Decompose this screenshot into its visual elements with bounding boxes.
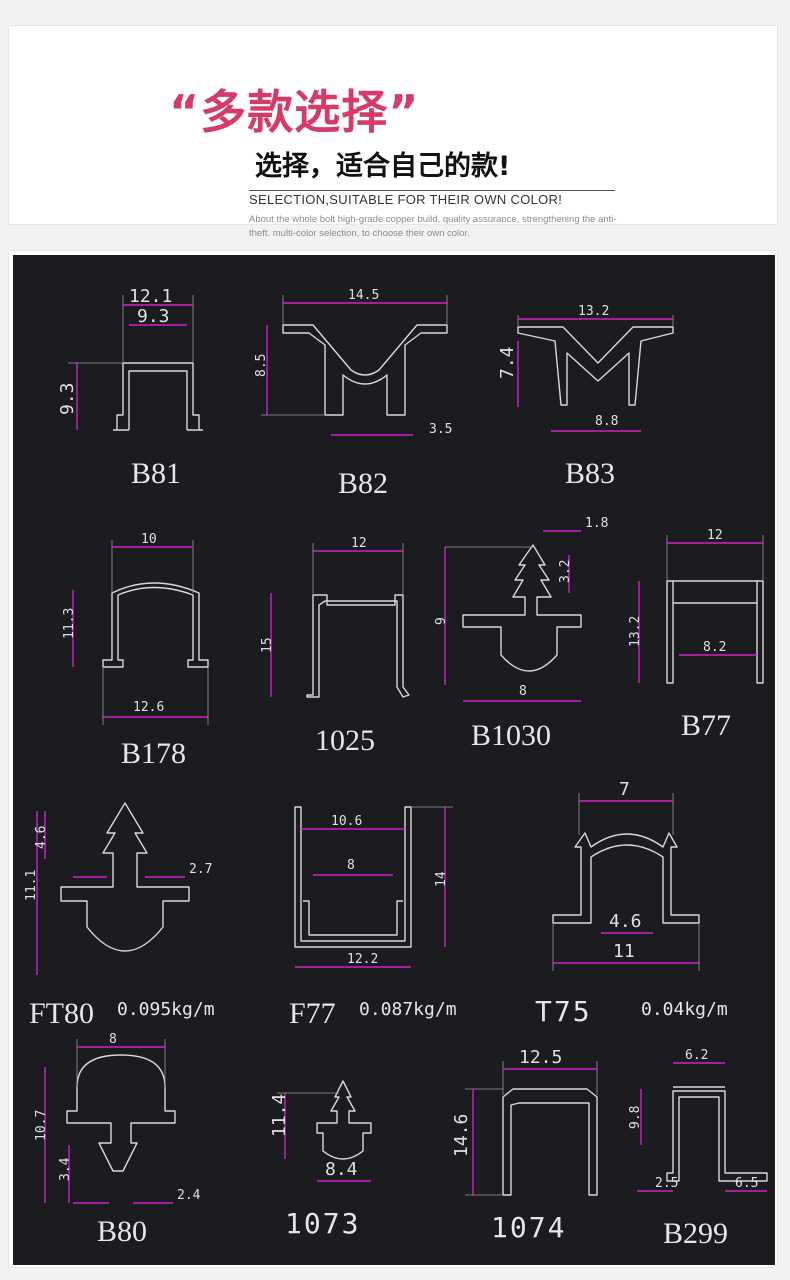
dim-label: 11 bbox=[613, 941, 635, 962]
profile-1025: 12 15 1025 bbox=[260, 536, 410, 757]
dim-label: 12 bbox=[351, 536, 367, 551]
dim-label: 7.4 bbox=[497, 346, 518, 379]
dim-label: 4.6 bbox=[34, 826, 49, 849]
profile-catalog: 12.1 9.3 9.3 B81 14.5 8.5 3.5 B82 13.2 7… bbox=[8, 250, 778, 1268]
profile-ft80: 4.6 11.1 2.7 FT80 0.095kg/m bbox=[24, 802, 215, 1030]
profile-1073: 11.4 8.4 1073 bbox=[269, 1080, 372, 1240]
profile-weight: 0.087kg/m bbox=[359, 999, 457, 1020]
b81-outline bbox=[113, 362, 203, 431]
b83-outline bbox=[517, 326, 674, 406]
dim-label: 14 bbox=[434, 871, 449, 887]
headline-description: About the whole bolt high-grade copper b… bbox=[249, 214, 617, 239]
dim-label: 12.5 bbox=[519, 1047, 562, 1068]
dim-label: 3.2 bbox=[558, 560, 573, 583]
dim-label: 14.6 bbox=[451, 1114, 472, 1157]
dim-label: 3.5 bbox=[429, 422, 452, 437]
dim-label: 9.8 bbox=[628, 1106, 643, 1129]
profile-t75: 7 4.6 11 T75 0.04kg/m bbox=[535, 779, 728, 1028]
dim-label: 2.4 bbox=[177, 1188, 201, 1203]
profile-b81: 12.1 9.3 9.3 B81 bbox=[57, 286, 203, 490]
b80-outline bbox=[66, 1054, 176, 1172]
dim-label: 6.2 bbox=[685, 1048, 708, 1063]
dim-label: 12.2 bbox=[347, 952, 378, 967]
dim-label: 8.2 bbox=[703, 640, 726, 655]
drawing-background bbox=[13, 255, 775, 1265]
headline-title: “多款选择” bbox=[169, 85, 420, 139]
dim-label: 11.1 bbox=[24, 870, 39, 901]
dim-label: 9.3 bbox=[57, 382, 78, 415]
dim-label: 15 bbox=[260, 637, 275, 653]
dim-label: 12.1 bbox=[129, 286, 172, 307]
profile-label: 1074 bbox=[491, 1211, 566, 1244]
dim-label: 11.3 bbox=[62, 608, 77, 639]
dim-label: 9.3 bbox=[137, 306, 170, 327]
dim-label: 6.5 bbox=[735, 1176, 758, 1191]
profile-label: B178 bbox=[121, 737, 186, 770]
f77-outline bbox=[294, 806, 412, 948]
profile-b178: 10 11.3 12.6 B178 bbox=[62, 532, 209, 770]
dim-label: 12.6 bbox=[133, 700, 164, 715]
profile-b1030: 1.8 3.2 9 8 B1030 bbox=[434, 516, 608, 752]
dim-label: 3.4 bbox=[58, 1157, 73, 1181]
profile-b83: 13.2 7.4 8.8 B83 bbox=[497, 304, 674, 490]
profile-label: B82 bbox=[338, 467, 388, 500]
header-banner: “多款选择” 选择，适合自己的款! SELECTION,SUITABLE FOR… bbox=[8, 25, 778, 239]
profile-f77: 10.6 8 14 12.2 F77 0.087kg/m bbox=[289, 806, 457, 1030]
profile-label: B81 bbox=[131, 457, 181, 490]
ft80-outline bbox=[60, 802, 190, 952]
profile-label: F77 bbox=[289, 997, 336, 1030]
1073-outline bbox=[316, 1080, 372, 1160]
profile-label: B1030 bbox=[471, 719, 551, 752]
t75-outline bbox=[552, 832, 700, 924]
profile-1074: 12.5 14.6 1074 bbox=[451, 1047, 598, 1244]
dim-label: 12 bbox=[707, 528, 723, 543]
profile-drawings: 12.1 9.3 9.3 B81 14.5 8.5 3.5 B82 13.2 7… bbox=[13, 255, 775, 1265]
1025-outline bbox=[306, 594, 410, 698]
profile-label: 1025 bbox=[315, 724, 375, 757]
profile-b77: 12 13.2 8.2 B77 bbox=[628, 528, 764, 742]
dim-label: 2.7 bbox=[189, 862, 212, 877]
dim-label: 8 bbox=[109, 1032, 117, 1047]
b77-outline bbox=[666, 580, 764, 684]
headline-divider bbox=[249, 190, 615, 191]
dim-label: 10.6 bbox=[331, 814, 362, 829]
1074-outline bbox=[502, 1088, 598, 1196]
b82-outline bbox=[282, 324, 448, 416]
dim-label: 11.4 bbox=[269, 1094, 290, 1137]
headline-english: SELECTION,SUITABLE FOR THEIR OWN COLOR! bbox=[249, 192, 563, 207]
profile-b80: 8 10.7 3.4 2.4 B80 bbox=[34, 1032, 201, 1248]
b178-outline bbox=[102, 582, 209, 668]
profile-label: B83 bbox=[565, 457, 615, 490]
profile-label: 1073 bbox=[285, 1207, 360, 1240]
profile-label: B299 bbox=[663, 1217, 728, 1250]
profile-label: FT80 bbox=[29, 997, 94, 1030]
profile-weight: 0.095kg/m bbox=[117, 999, 215, 1020]
dim-label: 8.5 bbox=[254, 354, 269, 377]
profile-label: B77 bbox=[681, 709, 731, 742]
dim-label: 8 bbox=[347, 858, 355, 873]
dim-label: 7 bbox=[619, 779, 630, 800]
dim-label: 8 bbox=[519, 684, 527, 699]
dim-label: 9 bbox=[434, 617, 449, 625]
b299-outline bbox=[666, 1086, 768, 1182]
dim-label: 14.5 bbox=[348, 288, 379, 303]
profile-b82: 14.5 8.5 3.5 B82 bbox=[254, 288, 452, 500]
dim-label: 13.2 bbox=[578, 304, 609, 319]
profile-b299: 6.2 9.8 2.5 6.5 B299 bbox=[628, 1048, 768, 1250]
dim-label: 10 bbox=[141, 532, 157, 547]
dim-label: 1.8 bbox=[585, 516, 608, 531]
headline-subtitle: 选择，适合自己的款! bbox=[255, 151, 511, 182]
profile-label: B80 bbox=[97, 1215, 147, 1248]
dim-label: 10.7 bbox=[34, 1110, 49, 1141]
dim-label: 8.8 bbox=[595, 414, 618, 429]
dim-label: 2.5 bbox=[655, 1176, 678, 1191]
dim-label: 13.2 bbox=[628, 616, 643, 647]
profile-label: T75 bbox=[535, 995, 592, 1028]
b1030-outline bbox=[462, 544, 582, 672]
profile-weight: 0.04kg/m bbox=[641, 999, 728, 1020]
dim-label: 4.6 bbox=[609, 911, 642, 932]
dim-label: 8.4 bbox=[325, 1159, 358, 1180]
